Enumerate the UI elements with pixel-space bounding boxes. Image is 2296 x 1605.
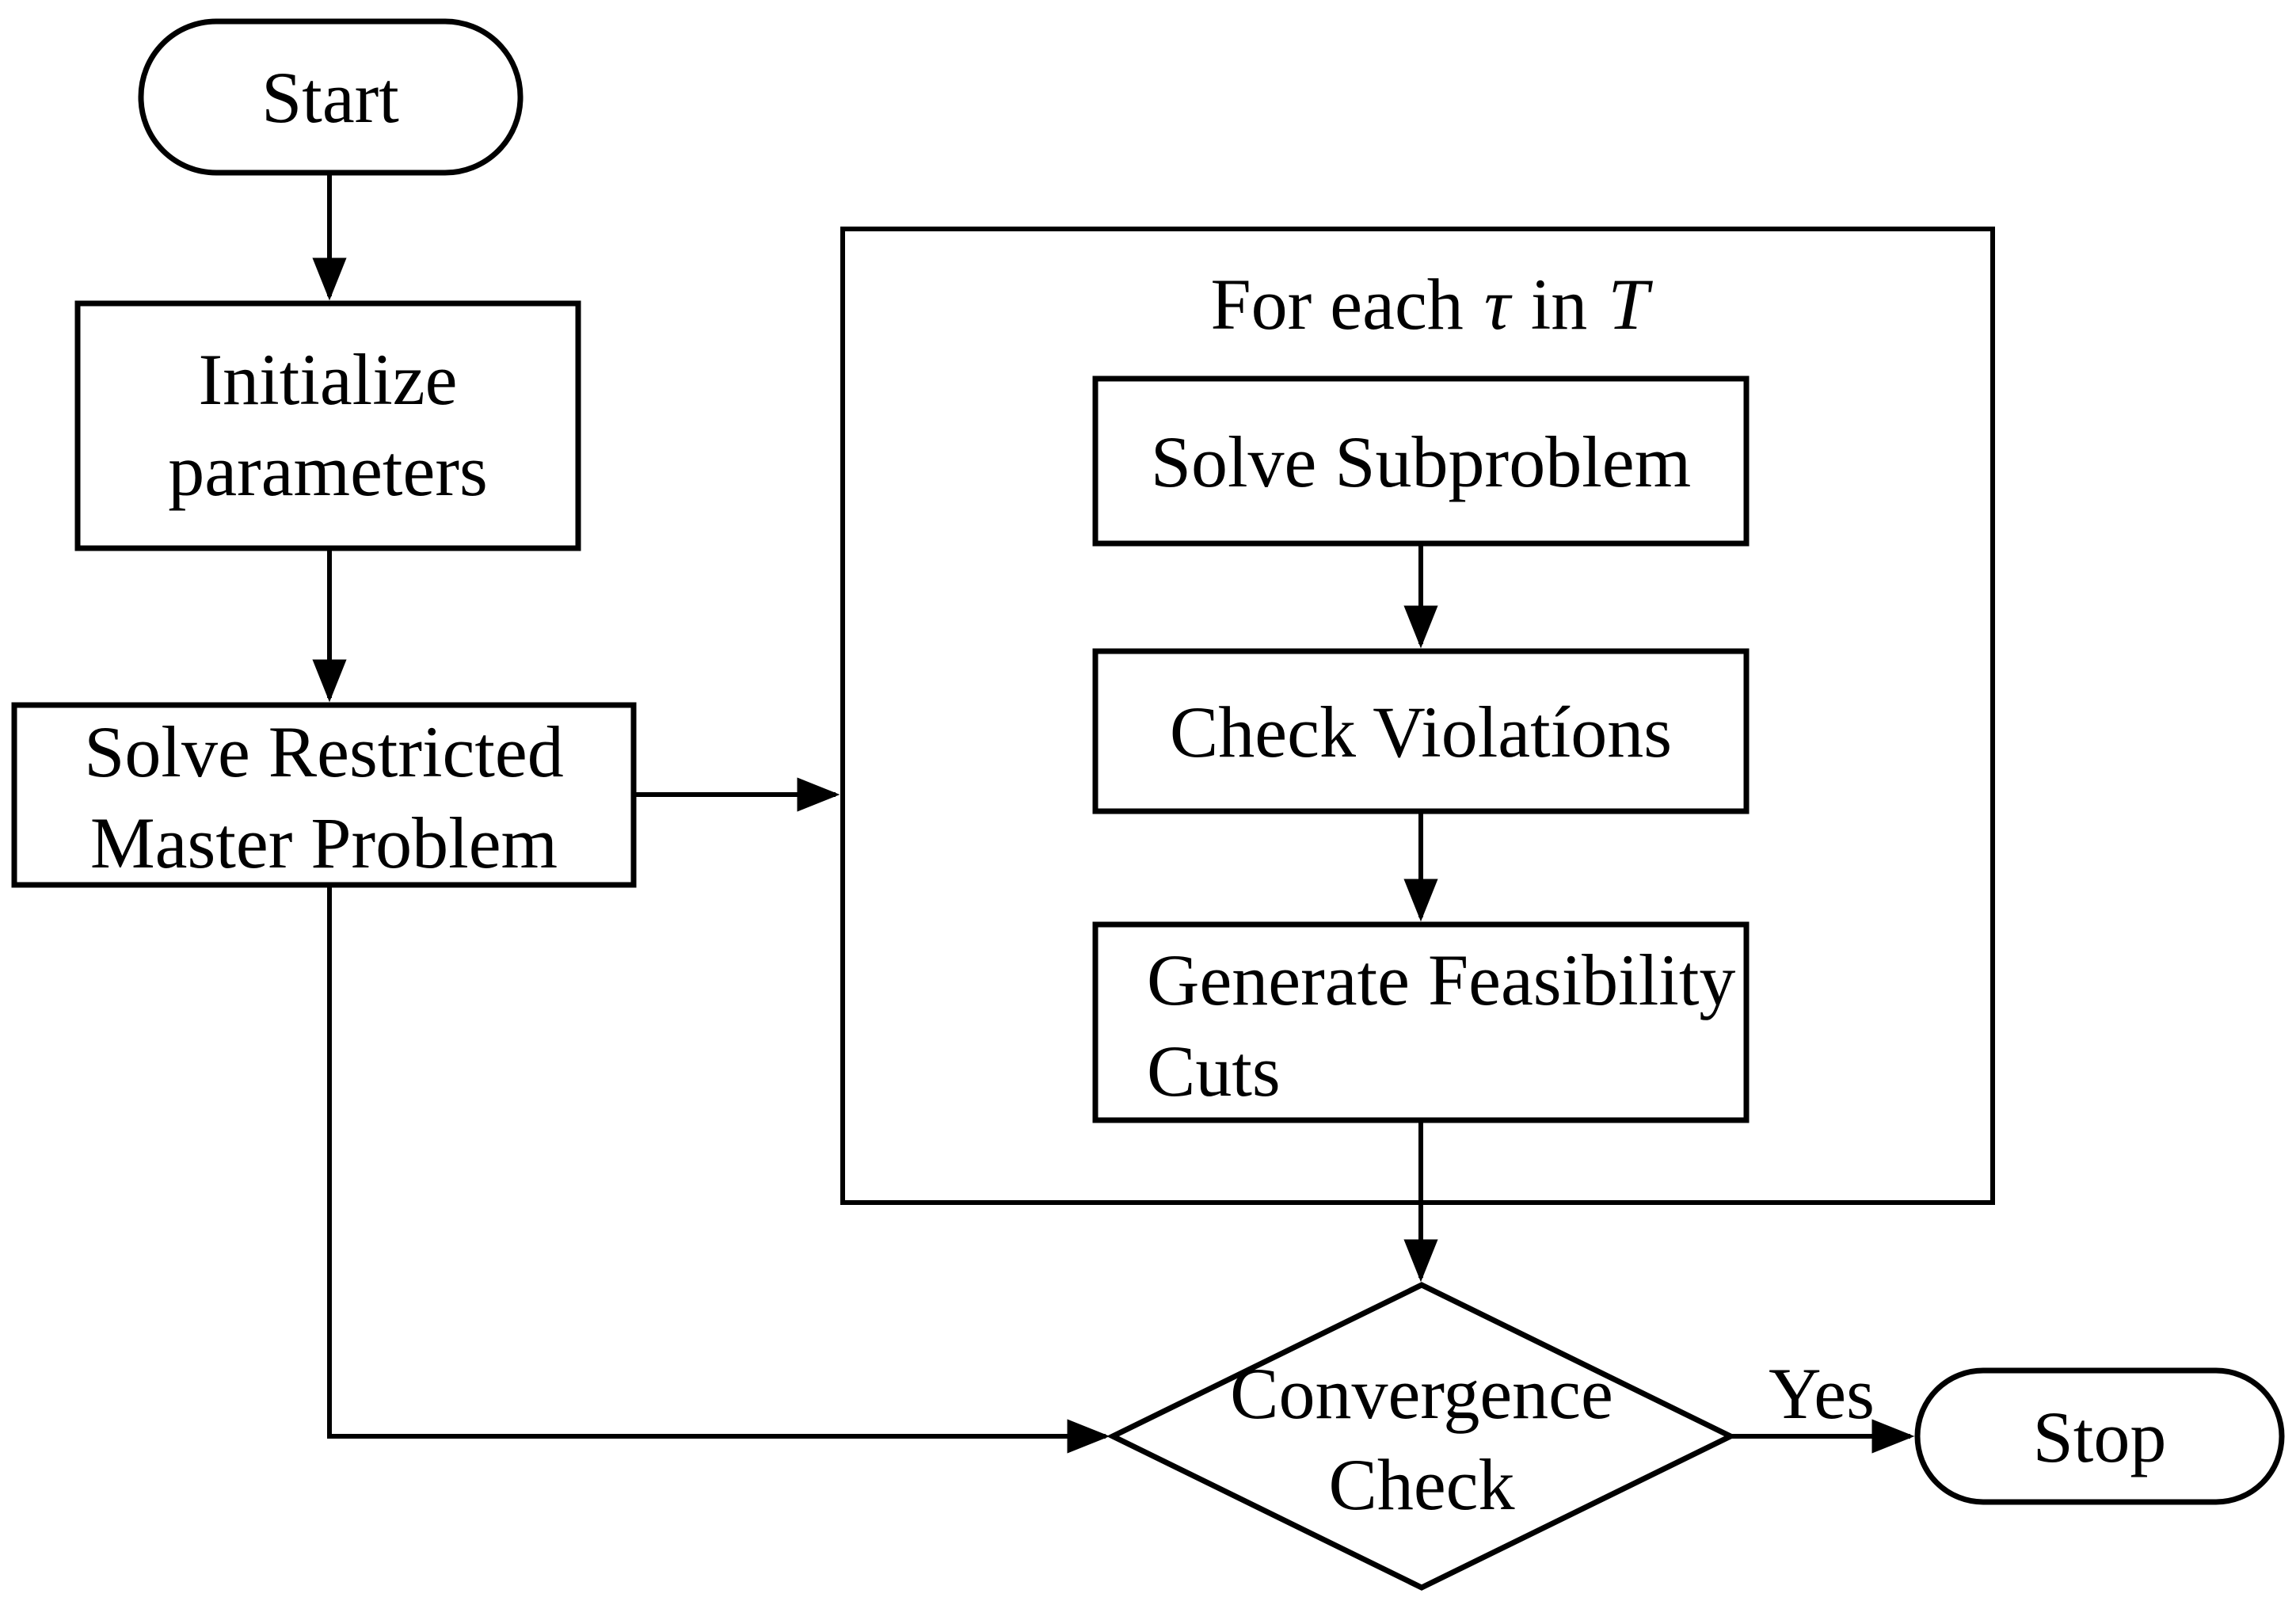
generate-feasibility-cuts-node (1092, 921, 1750, 1123)
initialize-parameters-node (74, 300, 581, 551)
solve-subproblem-label: Solve Subproblem (1151, 421, 1691, 502)
generate-feasibility-cuts-label-line2: Cuts (1147, 1031, 1281, 1111)
initialize-parameters-label-line2: parameters (168, 430, 488, 511)
convergence-check-label-line2: Check (1328, 1444, 1514, 1525)
solve-master-problem-label-line2: Master Problem (90, 802, 558, 883)
solve-master-problem-node (11, 702, 637, 888)
yes-edge-label: Yes (1769, 1353, 1875, 1434)
check-violations-node (1092, 648, 1750, 814)
start-node-label: Start (261, 57, 399, 138)
start-node (138, 18, 524, 176)
convergence-check-decision-node (1106, 1282, 1737, 1591)
solve-master-problem-label-line1: Solve Restricted (84, 711, 564, 792)
arrow-master-to-convergence-elbow (327, 887, 1110, 1454)
solve-subproblem-node (1092, 376, 1750, 547)
convergence-check-label-line1: Convergence (1230, 1353, 1613, 1434)
stop-node-label: Stop (2033, 1397, 2167, 1477)
initialize-parameters-label-line1: Initialize (199, 339, 458, 420)
check-violations-label: Check Violatíons (1170, 692, 1672, 772)
generate-feasibility-cuts-label-line1: Generate Feasibility (1147, 940, 1735, 1020)
stop-node (1914, 1367, 2285, 1505)
loop-container-box (840, 227, 1995, 1205)
